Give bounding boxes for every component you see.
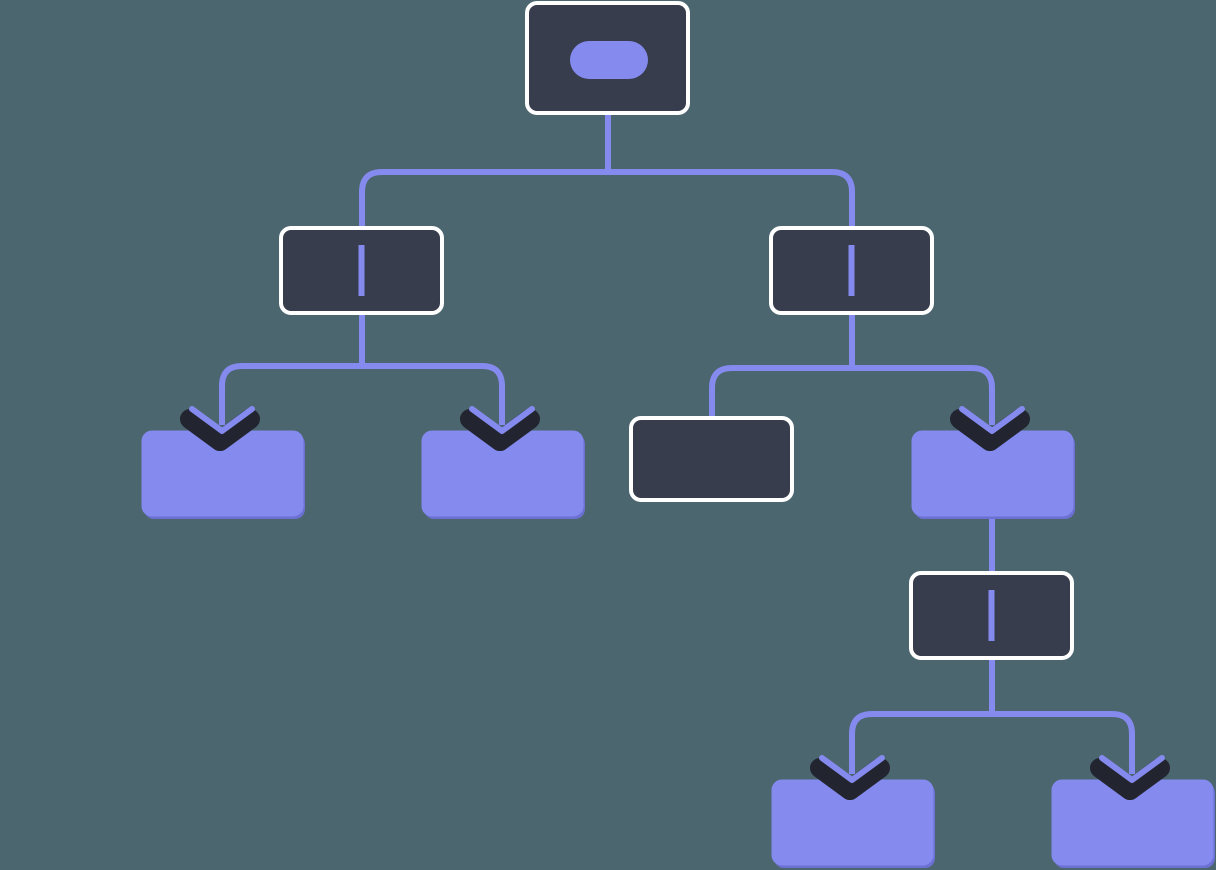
connector-l2left-to-l3b: [362, 363, 505, 425]
node-l5-b[interactable]: [1051, 779, 1215, 868]
node-l3-b[interactable]: [421, 430, 585, 519]
arrow-l5b-shadow-chevron: [1090, 758, 1170, 800]
arrow-l5a-shadow-chevron: [810, 758, 890, 800]
connector-l4-to-l5a: [849, 711, 992, 774]
arrowheads-layer: [180, 406, 1170, 800]
connector-l2left-to-l3a: [219, 363, 362, 425]
node-l3-a[interactable]: [141, 430, 305, 519]
node-l4[interactable]: [909, 571, 1074, 660]
node-pill-badge: [570, 41, 648, 79]
arrow-l3a-shadow-chevron: [180, 409, 260, 451]
node-l2-left[interactable]: [279, 226, 444, 315]
node-root[interactable]: [525, 1, 690, 115]
connector-l2right-to-l3c: [709, 365, 852, 420]
node-l3-d[interactable]: [911, 430, 1075, 519]
arrow-l3a-chevron: [189, 406, 255, 434]
node-l5-a[interactable]: [771, 779, 935, 868]
arrow-l3d-chevron: [959, 406, 1025, 434]
arrow-l3b-chevron: [469, 406, 535, 434]
node-l2-right[interactable]: [769, 226, 934, 315]
arrow-l3d-icon: [950, 406, 1030, 451]
arrow-l3d-shadow-chevron: [950, 409, 1030, 451]
arrow-l5a-icon: [810, 755, 890, 800]
connector-root-to-l2-right: [608, 169, 855, 228]
arrow-l3b-icon: [460, 406, 540, 451]
connector-root-to-l2-left: [359, 169, 608, 228]
arrow-l3a-icon: [180, 406, 260, 451]
connector-l4-to-l5b: [992, 711, 1135, 774]
nodes-layer: [141, 1, 1215, 868]
arrow-l5b-icon: [1090, 755, 1170, 800]
connector-l2right-to-l3d: [852, 365, 995, 425]
arrow-l3b-shadow-chevron: [460, 409, 540, 451]
connectors-layer: [219, 60, 1135, 774]
node-body-l3-c[interactable]: [629, 416, 794, 502]
arrow-l5b-chevron: [1099, 755, 1165, 783]
node-l3-c[interactable]: [629, 416, 794, 502]
arrow-l5a-chevron: [819, 755, 885, 783]
